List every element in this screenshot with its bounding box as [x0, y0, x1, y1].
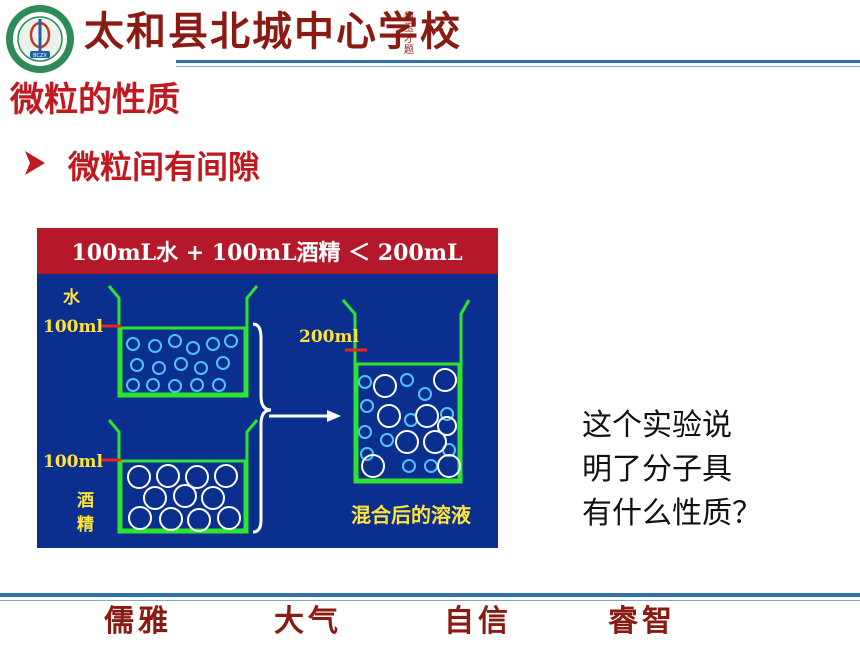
mixed-caption: 混合后的溶液 — [351, 503, 472, 527]
school-logo-icon: BCZX — [6, 5, 74, 73]
diagram-banner-text: 100mL水 + 100mL酒精 ＜ 200mL — [71, 240, 462, 266]
footer-divider-thin — [0, 600, 860, 601]
motto-2: 大气 — [274, 604, 342, 639]
header-divider-thin — [176, 66, 860, 67]
bullet-text: 微粒间有间隙 — [68, 148, 261, 186]
motto-1: 儒雅 — [104, 604, 172, 639]
alcohol-volume-label: 100ml — [43, 452, 103, 472]
water-volume-label: 100ml — [43, 317, 103, 337]
svg-text:BCZX: BCZX — [33, 53, 47, 59]
question-text: 这个实验说 明了分子具 有什么性质？ — [582, 404, 812, 536]
water-label: 水 — [63, 287, 81, 308]
diagram-banner — [37, 228, 498, 274]
calligrapher-mark: 魏玉才题 — [404, 12, 414, 56]
alcohol-label-top: 酒 — [77, 490, 94, 511]
brace — [252, 322, 272, 534]
mixing-diagram: 100mL水 + 100mL酒精 ＜ 200mL 水 100ml 100ml 酒… — [37, 228, 498, 548]
alcohol-label-bottom: 精 — [77, 514, 94, 535]
question-line-1: 这个实验说 — [582, 408, 732, 443]
mixed-beaker — [341, 299, 471, 484]
arrow-icon — [269, 410, 341, 422]
alcohol-beaker — [101, 419, 259, 534]
bullet-arrow-icon — [25, 151, 45, 175]
footer-divider — [0, 593, 860, 597]
motto-3: 自信 — [444, 604, 512, 639]
page-title: 微粒的性质 — [10, 80, 180, 120]
diagram-background — [37, 228, 498, 548]
motto-4: 睿智 — [608, 604, 676, 639]
header-divider — [176, 60, 860, 63]
question-line-2: 明了分子具 — [582, 452, 732, 487]
mixed-volume-label: 200ml — [299, 327, 359, 347]
water-beaker — [101, 285, 259, 398]
school-name: 太和县北城中心学校 — [84, 8, 462, 55]
question-line-3: 有什么性质？ — [582, 496, 762, 531]
